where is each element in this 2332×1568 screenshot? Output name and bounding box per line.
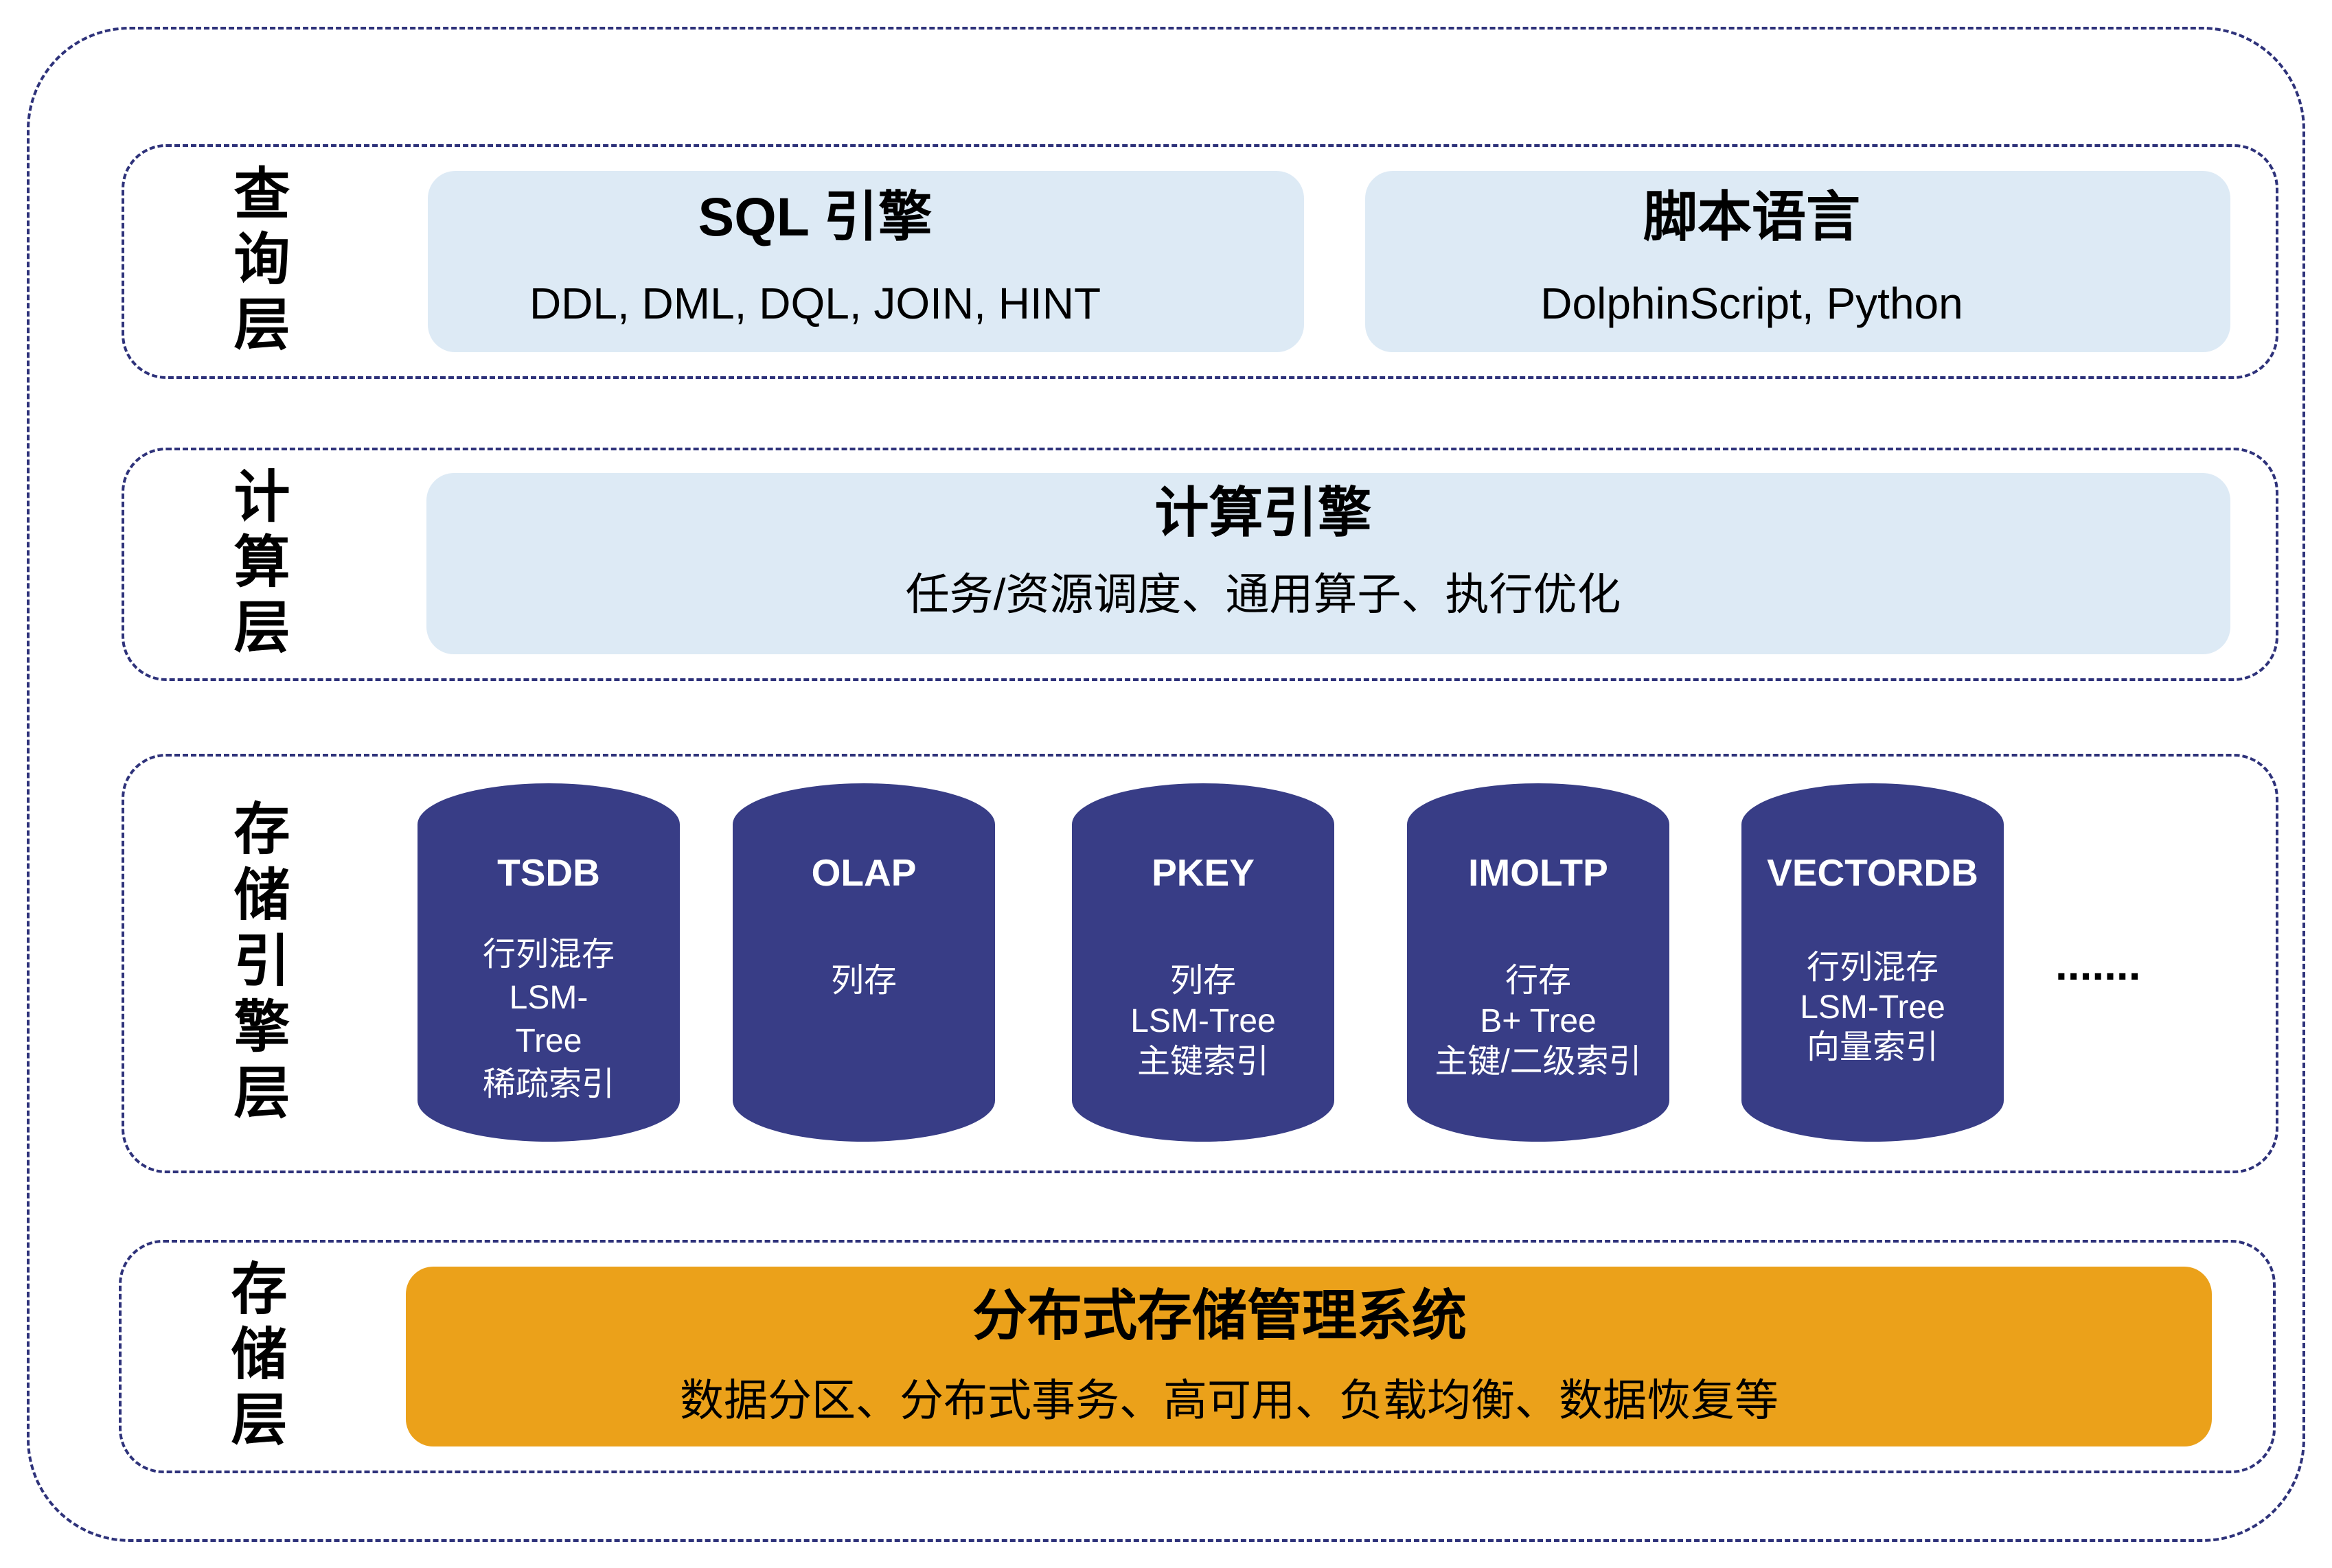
- storage-engine-layer-label-box: 存储引擎层: [222, 757, 290, 1171]
- engine-feature: 列存: [1169, 962, 1236, 999]
- storage-engine-layer: 存储引擎层 TSDB 行列混存 LSM- Tree 稀疏索引 OLAP 列存 P…: [122, 754, 2278, 1173]
- script-language-subtitle: DolphinScript, Python: [1540, 279, 1963, 328]
- engine-description: 行存 B+ Tree 主键/二级索引: [1407, 960, 1669, 1082]
- compute-layer: 计算层 计算引擎 任务/资源调度、通用算子、执行优化: [122, 448, 2278, 681]
- engine-tsdb-cylinder: TSDB 行列混存 LSM- Tree 稀疏索引: [418, 783, 680, 1142]
- sql-engine-title: SQL 引擎: [698, 186, 933, 247]
- engine-name: OLAP: [811, 851, 917, 894]
- engine-description: 行列混存 LSM- Tree 稀疏索引: [418, 933, 680, 1106]
- engine-description: 行列混存 LSM-Tree 向量索引: [1741, 948, 2004, 1068]
- engine-description: 列存 LSM-Tree 主键索引: [1072, 960, 1334, 1082]
- engine-feature: 主键索引: [1136, 1044, 1269, 1080]
- query-layer: 查询层 SQL 引擎 DDL, DML, DQL, JOIN, HINT 脚本语…: [122, 144, 2278, 379]
- engine-name: PKEY: [1152, 851, 1255, 894]
- storage-layer-label-box: 存储层: [219, 1243, 288, 1471]
- distributed-storage-panel: 分布式存储管理系统 数据分区、分布式事务、高可用、负载均衡、数据恢复等: [406, 1267, 2212, 1446]
- engine-feature: 列存: [830, 962, 897, 999]
- engine-feature: 主键/二级索引: [1434, 1044, 1642, 1080]
- engine-feature: LSM-Tree: [1800, 989, 1945, 1026]
- compute-engine-panel: 计算引擎 任务/资源调度、通用算子、执行优化: [426, 473, 2230, 654]
- engine-vectordb-cylinder: VECTORDB 行列混存 LSM-Tree 向量索引: [1741, 783, 2004, 1142]
- engine-name: IMOLTP: [1468, 851, 1608, 894]
- storage-layer-label: 存储层: [221, 1258, 286, 1455]
- engine-imoltp-cylinder: IMOLTP 行存 B+ Tree 主键/二级索引: [1407, 783, 1669, 1142]
- distributed-storage-subtitle: 数据分区、分布式事务、高可用、负载均衡、数据恢复等: [680, 1376, 1779, 1425]
- engine-name: VECTORDB: [1767, 851, 1978, 894]
- engine-feature: LSM-: [509, 980, 588, 1016]
- compute-layer-label-box: 计算层: [222, 450, 290, 678]
- engine-feature: Tree: [515, 1023, 582, 1059]
- engine-name: TSDB: [497, 851, 600, 894]
- script-language-title: 脚本语言: [1643, 186, 1860, 247]
- more-engines-ellipsis: .......: [2055, 940, 2141, 989]
- compute-engine-subtitle: 任务/资源调度、通用算子、执行优化: [905, 570, 1621, 619]
- distributed-storage-title: 分布式存储管理系统: [972, 1285, 1467, 1346]
- engine-feature: 行存: [1505, 962, 1571, 999]
- script-language-panel: 脚本语言 DolphinScript, Python: [1365, 171, 2230, 352]
- query-layer-label-box: 查询层: [222, 147, 290, 376]
- engine-feature: 行列混存: [1806, 949, 1939, 986]
- storage-layer: 存储层 分布式存储管理系统 数据分区、分布式事务、高可用、负载均衡、数据恢复等: [119, 1240, 2276, 1473]
- engine-olap-cylinder: OLAP 列存: [733, 783, 995, 1142]
- query-layer-label: 查询层: [224, 163, 289, 360]
- architecture-frame: 查询层 SQL 引擎 DDL, DML, DQL, JOIN, HINT 脚本语…: [27, 27, 2305, 1542]
- engine-pkey-cylinder: PKEY 列存 LSM-Tree 主键索引: [1072, 783, 1334, 1142]
- engine-feature: 行列混存: [482, 936, 615, 973]
- engine-description: 列存: [733, 960, 995, 1002]
- engine-feature: B+ Tree: [1480, 1003, 1597, 1039]
- sql-engine-subtitle: DDL, DML, DQL, JOIN, HINT: [529, 279, 1101, 328]
- engine-feature: LSM-Tree: [1130, 1003, 1276, 1039]
- sql-engine-panel: SQL 引擎 DDL, DML, DQL, JOIN, HINT: [428, 171, 1304, 352]
- compute-layer-label: 计算层: [224, 466, 289, 662]
- compute-engine-title: 计算引擎: [1154, 482, 1372, 543]
- storage-engine-layer-label: 存储引擎层: [224, 798, 289, 1129]
- engine-feature: 稀疏索引: [482, 1066, 615, 1103]
- engine-feature: 向量索引: [1806, 1029, 1939, 1065]
